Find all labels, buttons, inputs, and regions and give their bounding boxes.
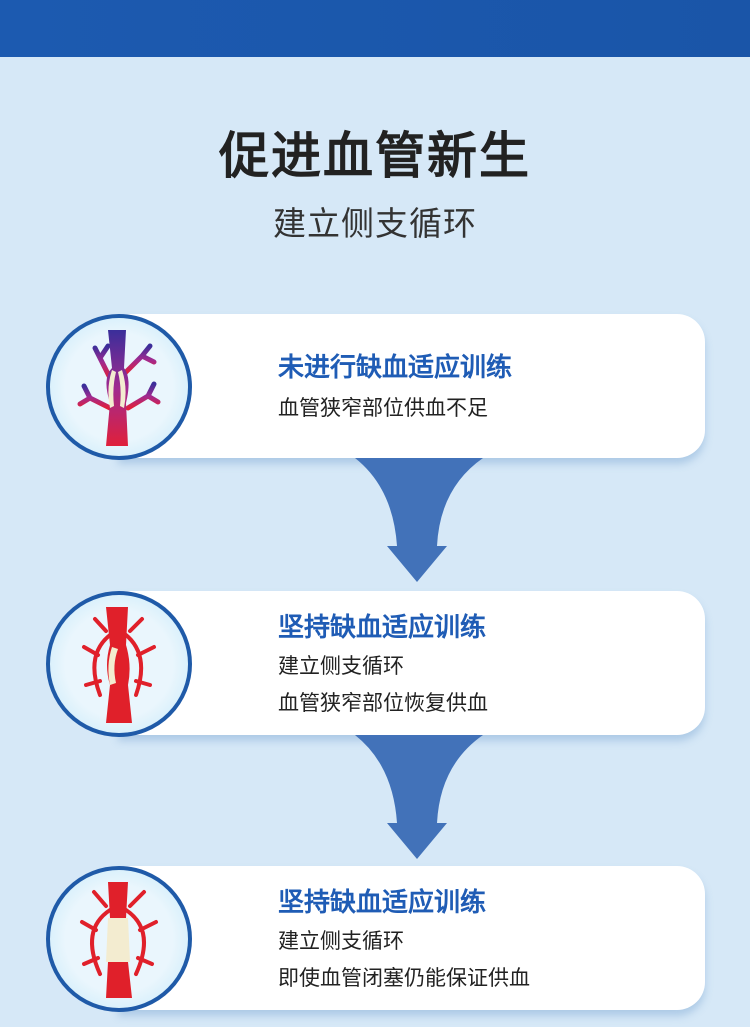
step-title: 坚持缺血适应训练	[278, 613, 487, 643]
step-title: 未进行缺血适应训练	[278, 353, 513, 383]
vessel-narrowed-icon	[46, 314, 192, 460]
step-card-1: 未进行缺血适应训练 血管狭窄部位供血不足	[118, 314, 705, 458]
vessel-occluded-icon	[46, 866, 192, 1012]
step-card-3: 坚持缺血适应训练 建立侧支循环 即使血管闭塞仍能保证供血	[118, 866, 705, 1010]
vessel-collateral-icon	[46, 591, 192, 737]
down-arrow-icon	[355, 458, 483, 582]
step-text: 建立侧支循环	[278, 929, 404, 953]
step-title: 坚持缺血适应训练	[278, 888, 487, 918]
step-text: 血管狭窄部位供血不足	[278, 396, 488, 420]
down-arrow-icon	[355, 735, 483, 859]
page-subtitle: 建立侧支循环	[273, 204, 477, 243]
step-card-2: 坚持缺血适应训练 建立侧支循环 血管狭窄部位恢复供血	[118, 591, 705, 735]
page-title: 促进血管新生	[219, 127, 531, 185]
step-text: 建立侧支循环	[278, 654, 404, 678]
step-text: 即使血管闭塞仍能保证供血	[278, 966, 530, 990]
top-banner	[0, 0, 750, 57]
step-text: 血管狭窄部位恢复供血	[278, 691, 488, 715]
